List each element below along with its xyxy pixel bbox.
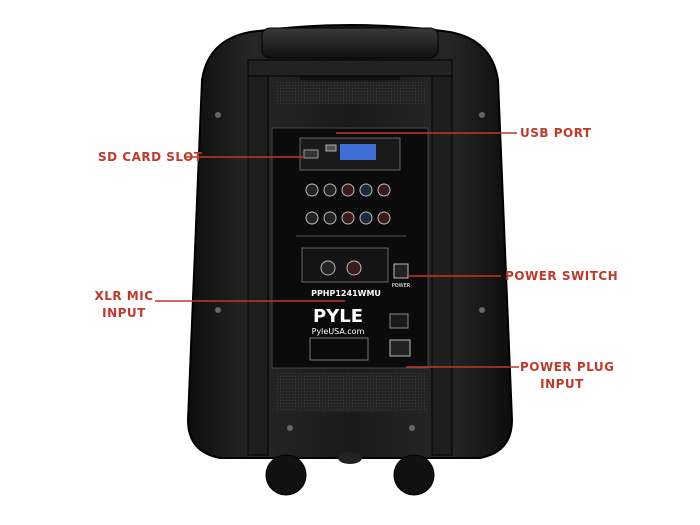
xlr-mic-knob-2: [346, 260, 362, 276]
xlr-mic-input-label: XLR MIC INPUT: [94, 288, 154, 322]
usb-port-label: USB PORT: [520, 126, 592, 140]
model-number: PPHP1241WMU: [311, 289, 381, 298]
power-plug-input-line1: POWER PLUG: [520, 360, 615, 374]
brand-logo: PYLE: [313, 306, 363, 327]
power-plug-input-line2: INPUT: [540, 377, 584, 391]
warning-label: [309, 337, 369, 361]
left-handle-rail: [247, 59, 269, 456]
knob-row-1: [305, 183, 391, 197]
power-switch: [393, 263, 409, 279]
lcd-display: [340, 144, 376, 160]
xlr-mic-input-line1: XLR MIC: [94, 289, 154, 303]
right-handle-rail: [431, 59, 453, 456]
sd-card-slot-label: SD CARD SLOT: [98, 150, 203, 164]
top-handle: [261, 27, 439, 59]
usb-port: [325, 144, 337, 152]
lower-grille: [276, 372, 426, 412]
power-label: POWER: [392, 283, 411, 289]
knob-row-2: [305, 211, 391, 225]
xlr-mic-module: [301, 247, 389, 283]
brand-website: PyleUSA.com: [312, 327, 365, 336]
power-plug-socket: [389, 339, 411, 357]
xlr-mic-knob-1: [320, 260, 336, 276]
power-plug-input-label: POWER PLUG INPUT: [520, 359, 615, 393]
center-foot: [338, 452, 362, 464]
screws: [215, 112, 485, 431]
power-switch-label: POWER SWITCH: [505, 269, 619, 283]
right-wheel: [393, 454, 435, 496]
left-wheel: [265, 454, 307, 496]
xlr-mic-input-line2: INPUT: [102, 306, 146, 320]
top-grille: [275, 82, 425, 104]
sd-card-slot: [303, 149, 319, 159]
